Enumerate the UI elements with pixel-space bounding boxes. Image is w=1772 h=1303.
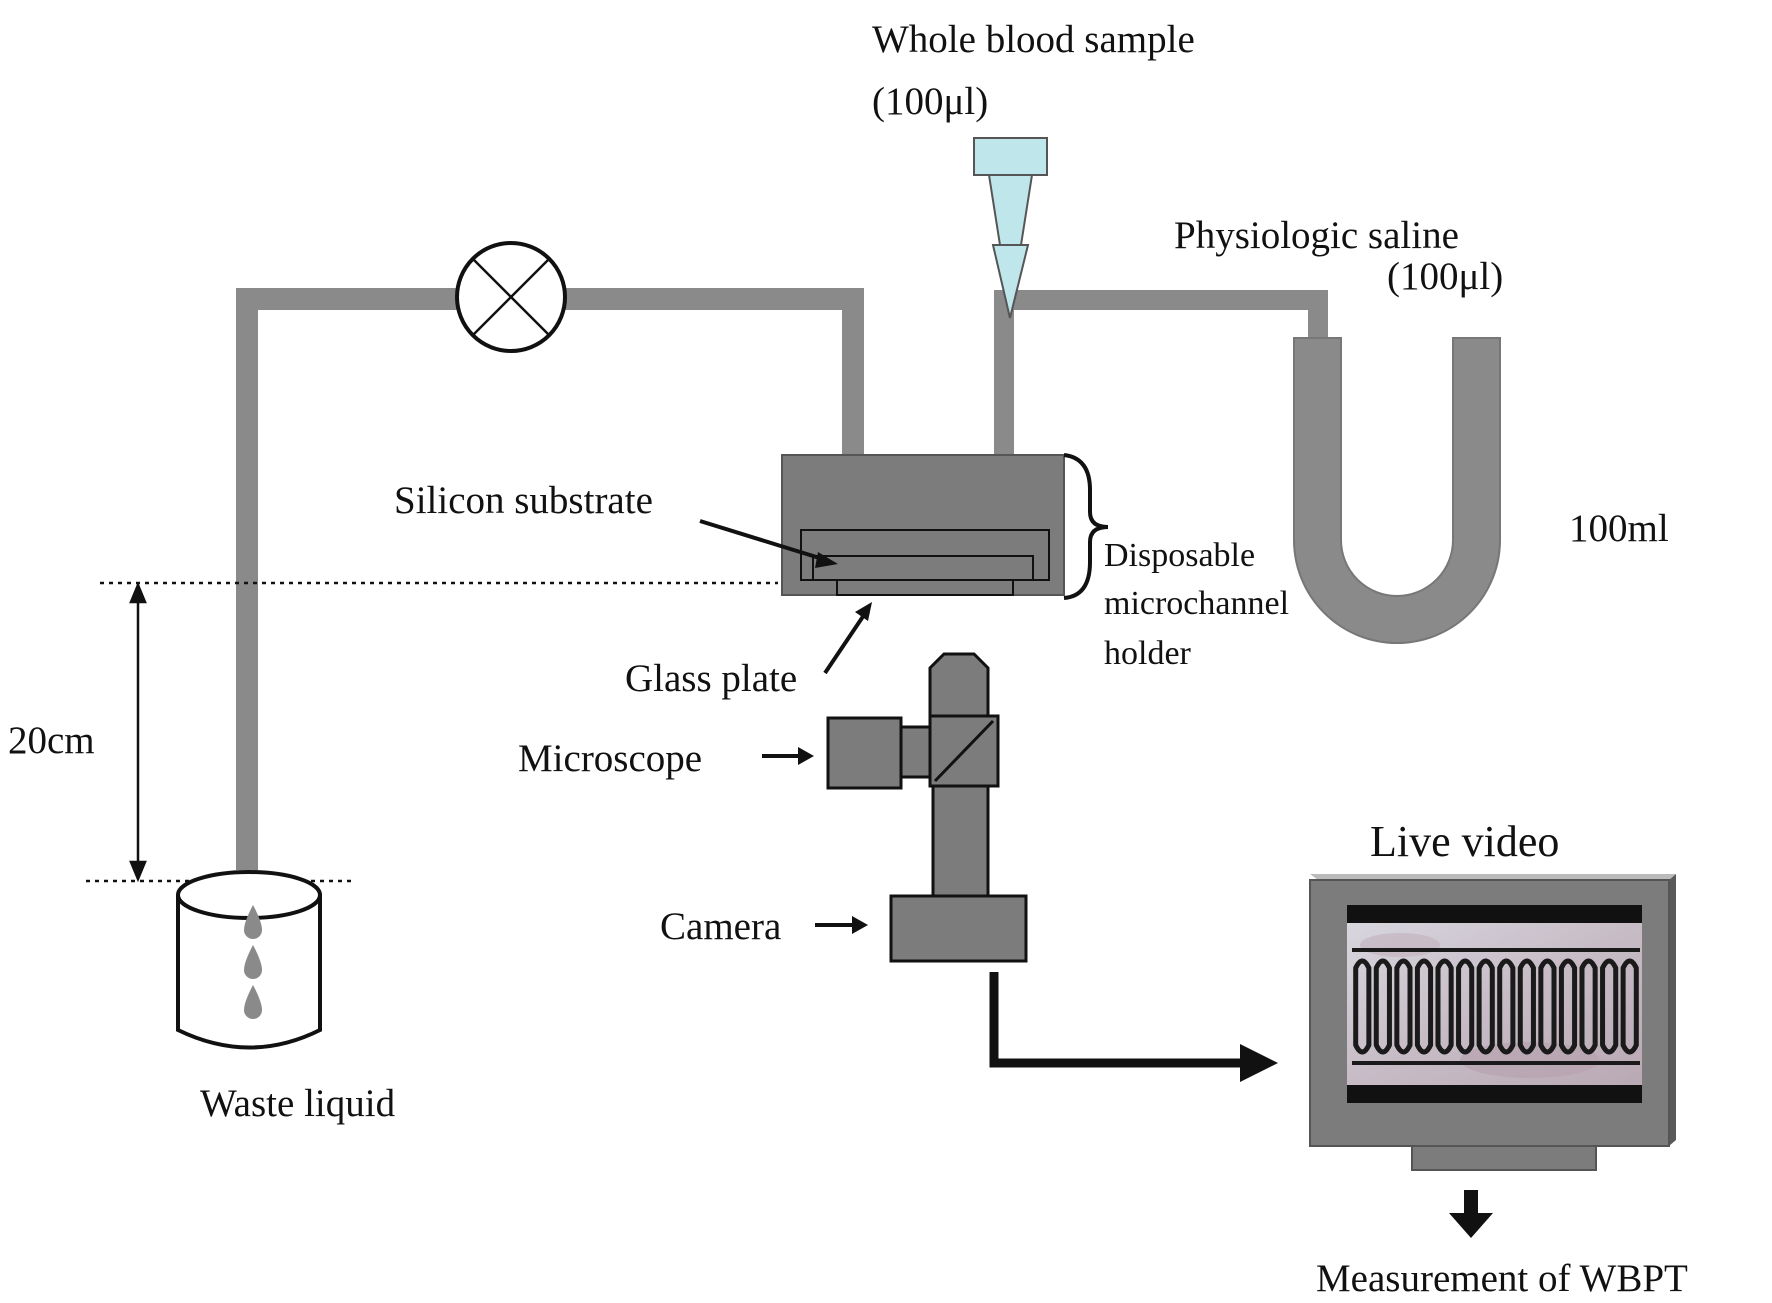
glass-plate-arrowhead: [855, 602, 872, 621]
reservoir-volume-label: 100ml: [1569, 507, 1669, 550]
camera-body: [889, 894, 1028, 963]
whole-blood-volume-label: (100μl): [872, 80, 988, 123]
height-dimension-arrow: [129, 581, 147, 883]
channel-loop: [1620, 958, 1639, 1055]
measurement-arrow: [1449, 1190, 1493, 1238]
microscope-arrow: [762, 747, 814, 765]
glass-plate: [836, 579, 1014, 596]
saline-label: Physiologic saline: [1174, 214, 1459, 257]
camera-arrow: [815, 916, 868, 934]
channel-loop: [1517, 958, 1536, 1055]
silicon-substrate-arrow: [699, 519, 827, 562]
monitor-stand: [1411, 1145, 1597, 1171]
holder-brace: [1063, 453, 1109, 600]
channel-loop: [1538, 958, 1557, 1055]
measurement-label: Measurement of WBPT: [1316, 1257, 1688, 1300]
beaker-icon: [176, 870, 322, 1050]
channel-loop: [1373, 958, 1392, 1055]
holder-label-line2: microchannel: [1104, 585, 1289, 622]
glass-plate-label: Glass plate: [625, 657, 797, 700]
waste-tubing: [236, 288, 864, 870]
valve-icon[interactable]: [455, 241, 567, 353]
silicon-substrate-label: Silicon substrate: [394, 479, 653, 522]
channel-loop: [1497, 958, 1516, 1055]
whole-blood-label: Whole blood sample: [872, 18, 1195, 61]
glass-plate-arrow: [823, 610, 868, 675]
channel-loop: [1579, 958, 1598, 1055]
channel-loop: [1414, 958, 1434, 1055]
silicon-substrate: [812, 555, 1034, 581]
saline-reservoir-u: [1293, 337, 1501, 644]
video-cable: [989, 972, 1243, 1068]
live-video-label: Live video: [1370, 817, 1559, 866]
channel-loop: [1394, 958, 1413, 1055]
channel-loop: [1456, 958, 1475, 1055]
pipette-icon[interactable]: [973, 137, 1048, 319]
channel-loop: [1353, 958, 1372, 1055]
microchannel-holder: [781, 454, 1065, 596]
microscope: [826, 652, 1000, 898]
holder-label-line1: Disposable: [1104, 537, 1255, 574]
height-label: 20cm: [8, 719, 95, 762]
holder-label-line3: holder: [1104, 635, 1192, 672]
channel-loop: [1558, 958, 1578, 1055]
microscope-label: Microscope: [518, 737, 702, 780]
channel-loop: [1476, 958, 1495, 1055]
microchannel-pattern: [1352, 948, 1640, 1065]
camera-label: Camera: [660, 905, 781, 948]
channel-loop: [1600, 958, 1619, 1055]
silicon-substrate-arrowhead: [815, 552, 838, 568]
channel-loop: [1435, 958, 1454, 1055]
video-cable-arrowhead: [1240, 1044, 1278, 1082]
waste-liquid-label: Waste liquid: [200, 1082, 396, 1125]
saline-volume-label: (100μl): [1387, 255, 1503, 298]
saline-tubing: [994, 290, 1328, 455]
